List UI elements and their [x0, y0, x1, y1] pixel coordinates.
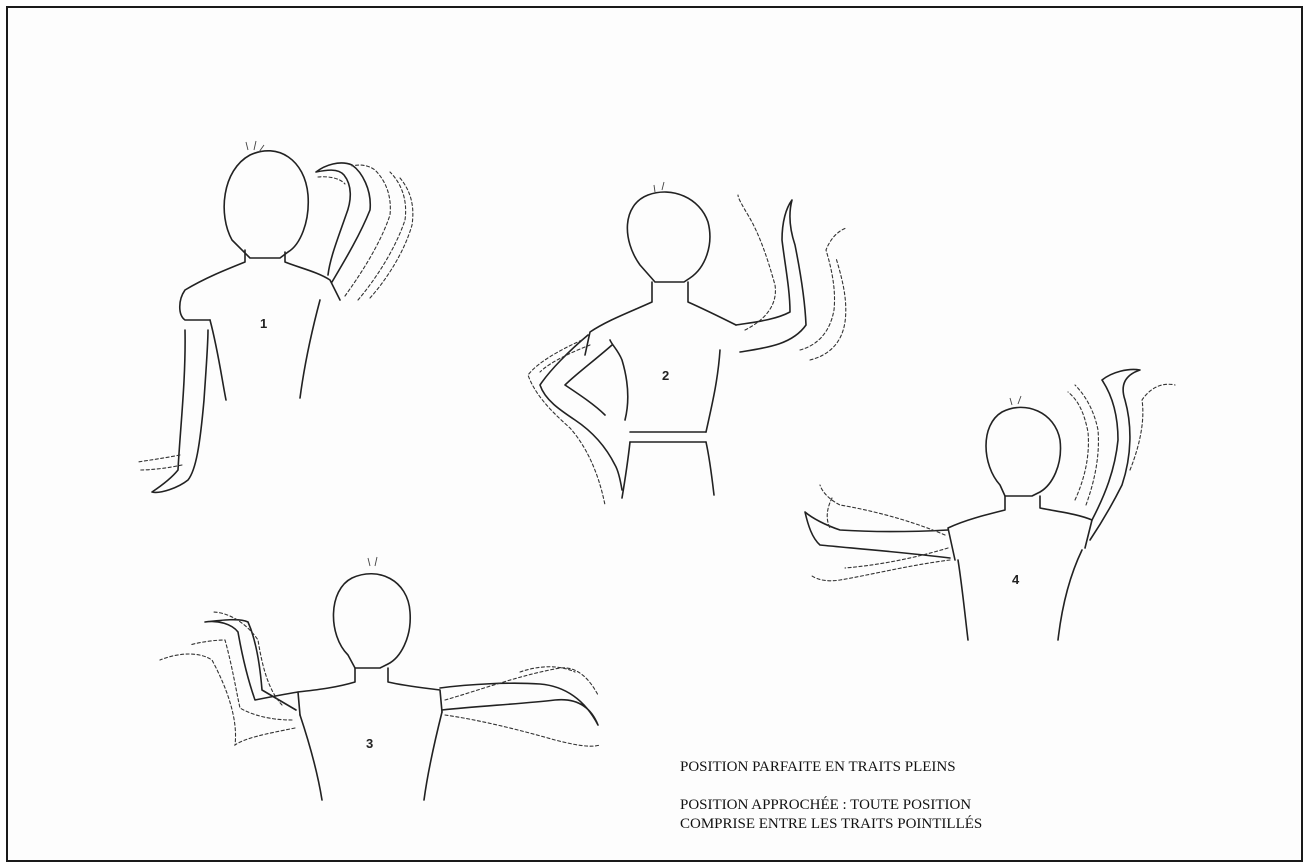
- figure-4-head: [986, 407, 1060, 496]
- figure-4-hair: [1010, 396, 1021, 405]
- figure-4-right-side: [1058, 550, 1082, 640]
- figure-3-left-shoulder: [298, 668, 355, 715]
- figure-3-right-side: [424, 712, 442, 800]
- figure-2-hips: [622, 442, 714, 498]
- figure-4: 4: [805, 369, 1175, 640]
- figure-2-label: 2: [662, 368, 669, 383]
- figure-2-left-arm-dashed: [528, 340, 605, 505]
- figure-3-hair: [368, 557, 377, 566]
- legend-perfect-position: POSITION PARFAITE EN TRAITS PLEINS: [680, 758, 982, 777]
- figure-3-left-arm: [205, 620, 298, 710]
- figure-4-right-shoulder: [1040, 496, 1092, 548]
- figure-1-right-arm-dashed: [345, 165, 390, 296]
- figure-4-right-arm-dashed: [1075, 385, 1098, 505]
- legend-approx-position-line1: POSITION APPROCHÉE : TOUTE POSITION: [680, 796, 982, 815]
- figure-4-left-arm: [805, 512, 950, 558]
- figure-1-left-arm-dashed: [138, 455, 180, 462]
- figure-3-left-side: [300, 715, 322, 800]
- figure-1-left-shoulder: [180, 250, 245, 320]
- figure-1-head: [224, 151, 308, 258]
- figure-2-right-side: [706, 350, 720, 432]
- figure-3-head: [333, 574, 410, 668]
- legend: POSITION PARFAITE EN TRAITS PLEINS POSIT…: [680, 758, 982, 834]
- figure-1-left-side: [210, 320, 226, 400]
- figure-2-right-arm-dashed: [738, 195, 775, 330]
- figure-1-right-arm: [316, 163, 370, 282]
- figure-3: 3: [160, 557, 600, 800]
- figure-2: 2: [528, 182, 846, 505]
- figure-3-right-shoulder: [388, 668, 442, 712]
- figure-2-waistband: [630, 432, 706, 442]
- figure-1: 1: [138, 141, 413, 492]
- figure-1-hair: [246, 141, 264, 152]
- figure-4-left-side: [958, 560, 968, 640]
- figure-1-left-arm: [152, 330, 208, 492]
- figure-3-left-arm-dashed: [190, 640, 292, 720]
- figure-2-right-shoulder: [688, 282, 736, 325]
- figure-4-left-shoulder: [948, 496, 1005, 560]
- figure-1-label: 1: [260, 316, 267, 331]
- figure-1-right-side: [300, 300, 320, 398]
- figure-2-left-arm: [540, 335, 622, 490]
- figure-3-right-arm: [440, 683, 598, 725]
- figure-4-label: 4: [1012, 572, 1020, 587]
- figure-2-hair: [654, 182, 664, 192]
- figure-2-head: [627, 192, 710, 282]
- figure-2-left-shoulder: [585, 282, 652, 355]
- figure-4-left-arm-dashed: [820, 485, 945, 535]
- figure-3-label: 3: [366, 736, 373, 751]
- figure-2-left-waist: [610, 340, 628, 420]
- legend-approx-position-line2: COMPRISE ENTRE LES TRAITS POINTILLÉS: [680, 815, 982, 834]
